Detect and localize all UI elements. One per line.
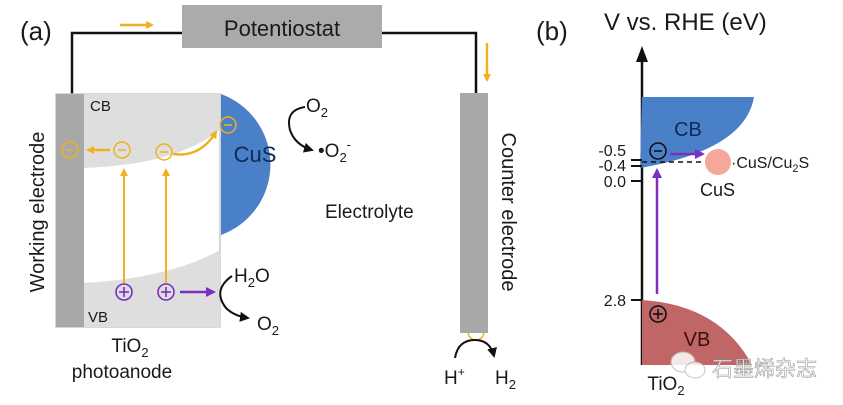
hydrogen-evolution-arrow — [454, 338, 497, 359]
working-electrode-bar — [56, 94, 84, 327]
vb-label-a: VB — [88, 309, 108, 326]
wire-left — [70, 31, 182, 94]
electron-icon — [649, 142, 667, 160]
valence-band-a — [84, 250, 220, 327]
potentiostat-box — [182, 5, 382, 48]
hole-icon — [157, 283, 175, 301]
panel-a-label: (a) — [20, 16, 52, 46]
cus-label-b: CuS — [700, 180, 735, 200]
electrolyte-label: Electrolyte — [325, 202, 414, 223]
electron-to-cus-arrow — [172, 130, 218, 156]
o2-product-label: O2 — [257, 314, 279, 338]
panel-b-label: (b) — [536, 16, 568, 46]
cus-label-a: CuS — [234, 142, 277, 167]
tick-label: -0.5 — [598, 143, 626, 160]
cus-particle-b — [705, 149, 731, 175]
superoxide-label: •O2- — [318, 137, 351, 165]
tio2-label-b: TiO2 — [647, 374, 684, 398]
cb-label-b: CB — [674, 119, 702, 141]
h2-label: H2 — [495, 368, 516, 392]
valence-band-b — [642, 300, 752, 365]
conduction-band-b — [640, 97, 754, 168]
tick-label: 0.0 — [604, 174, 626, 191]
hole-icon — [115, 283, 133, 301]
watermark-text: 石墨烯杂志 — [712, 358, 817, 381]
hole-icon — [649, 305, 667, 323]
axis-title: V vs. RHE (eV) — [604, 9, 767, 36]
h2o-label: H2O — [234, 266, 270, 290]
cb-label-a: CB — [90, 98, 111, 115]
tio2-label-a: TiO2 — [111, 336, 148, 360]
watermark: 石墨烯杂志 — [670, 351, 817, 381]
wire-right — [382, 31, 478, 93]
electron-icon — [113, 141, 131, 159]
tick-label: -0.4 — [598, 158, 626, 175]
electron-icon — [219, 116, 237, 134]
axis-arrowhead — [636, 46, 648, 62]
reduction-arrow — [288, 106, 314, 153]
cus-particle — [221, 94, 271, 235]
redox-couple-label: ·CuS/Cu2S — [731, 155, 809, 175]
o2-label: O2 — [306, 96, 328, 120]
tick-label: 2.8 — [604, 293, 626, 310]
vb-label-b: VB — [684, 329, 711, 351]
potentiostat-label: Potentiostat — [224, 16, 340, 41]
counter-electrode-bar — [460, 93, 488, 333]
electron-icon — [61, 141, 79, 159]
h-plus-label: H+ — [444, 365, 465, 389]
electron-icon — [155, 143, 173, 161]
working-electrode-label: Working electrode — [27, 132, 49, 293]
oxidation-arrow — [219, 275, 250, 322]
photoanode-label: photoanode — [72, 362, 172, 383]
counter-electrode-label: Counter electrode — [497, 133, 519, 292]
